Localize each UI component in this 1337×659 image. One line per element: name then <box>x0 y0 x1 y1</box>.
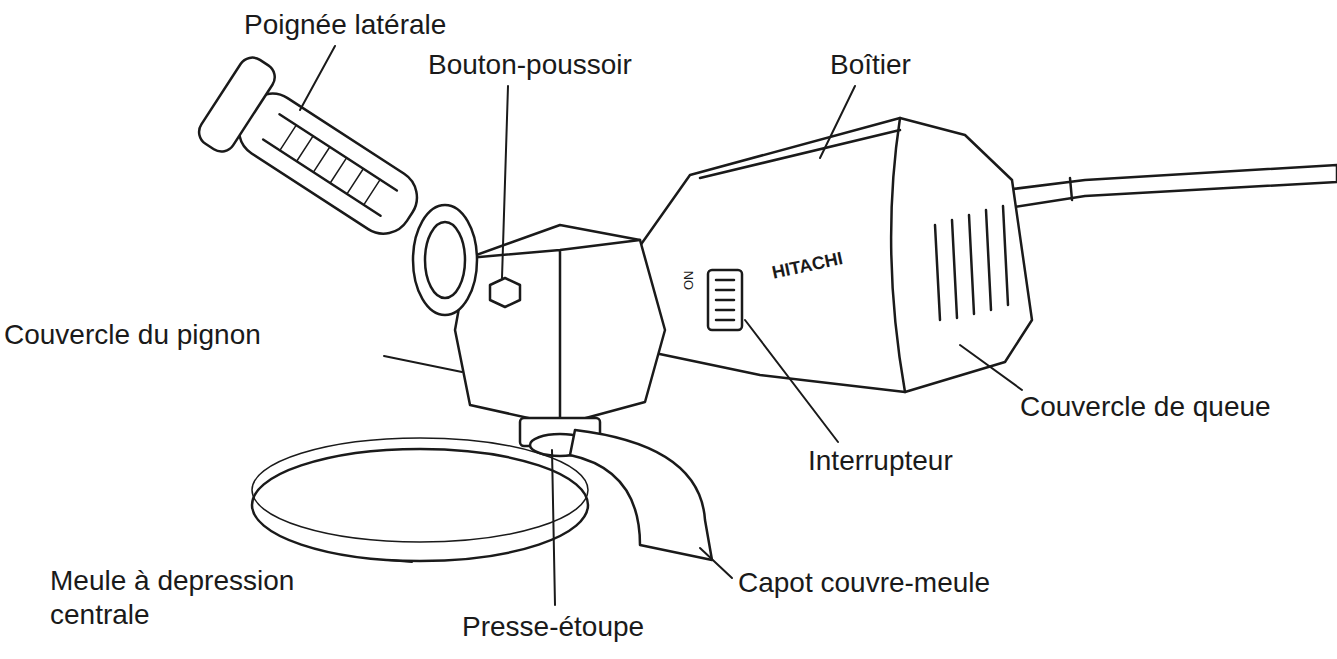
part-label: Couvercle du pignon <box>4 318 261 352</box>
part-label: Capot couvre-meule <box>738 566 990 600</box>
part-label: Presse-étoupe <box>462 610 644 644</box>
part-label: Bouton-poussoir <box>428 48 632 82</box>
part-label: Couvercle de queue <box>1020 390 1271 424</box>
part-label: Meule à depression centrale <box>50 564 350 632</box>
part-label: Poignée latérale <box>244 8 446 42</box>
switch-mark: ON <box>680 271 697 291</box>
part-label: Boîtier <box>830 48 911 82</box>
part-label: Interrupteur <box>808 444 953 478</box>
